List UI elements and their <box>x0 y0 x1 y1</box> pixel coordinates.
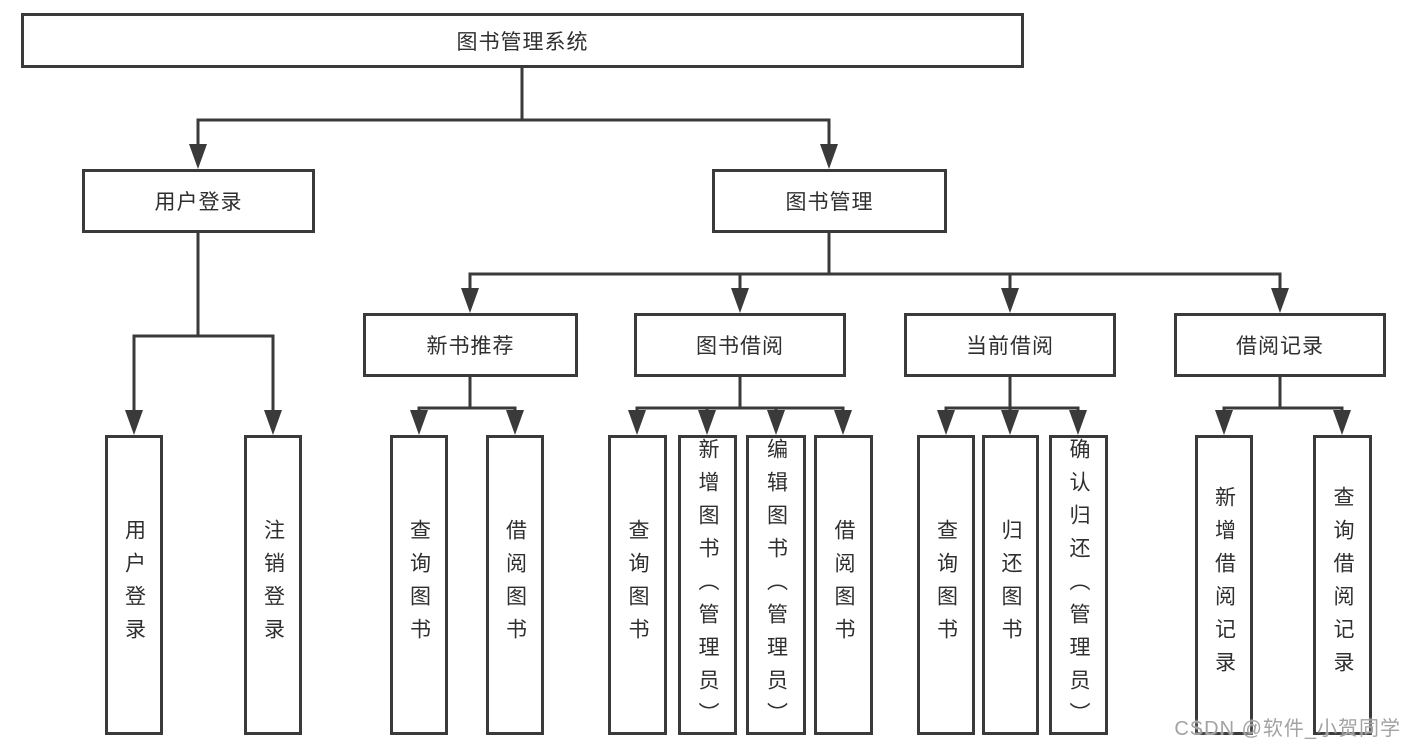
node-label: 当前借阅 <box>966 335 1054 358</box>
leaf-add-book-admin: 新增图书（管理员） <box>678 435 737 735</box>
node-book-borrow: 图书借阅 <box>634 313 846 377</box>
node-book-management: 图书管理 <box>712 169 947 233</box>
leaf-return-book: 归还图书 <box>982 435 1039 735</box>
leaf-logout: 注销登录 <box>244 435 302 735</box>
node-library-management-system: 图书管理系统 <box>21 13 1024 68</box>
node-label: 图书借阅 <box>696 335 784 358</box>
connector-user-login-to-leaves <box>125 233 282 435</box>
node-label: 图书管理 <box>785 191 874 214</box>
connector-root-to-level2 <box>189 68 838 169</box>
leaf-label: 归还图书 <box>999 519 1022 651</box>
leaf-add-borrow-record: 新增借阅记录 <box>1195 435 1253 735</box>
leaf-label: 新增图书（管理员） <box>696 438 719 735</box>
leaf-query-books-current: 查询图书 <box>917 435 975 735</box>
leaf-label: 注销登录 <box>261 519 285 651</box>
leaf-label: 新增借阅记录 <box>1212 486 1236 684</box>
node-label: 新书推荐 <box>426 335 515 358</box>
leaf-edit-book-admin: 编辑图书（管理员） <box>746 435 806 735</box>
node-user-login: 用户登录 <box>82 169 315 233</box>
leaf-label: 查询图书 <box>934 519 958 651</box>
leaf-label: 借阅图书 <box>832 519 855 651</box>
leaf-label: 查询图书 <box>626 519 649 651</box>
leaf-query-books-borrow: 查询图书 <box>608 435 667 735</box>
leaf-label: 借阅图书 <box>503 519 527 651</box>
leaf-query-books-recommend: 查询图书 <box>390 435 448 735</box>
leaf-borrow-books-recommend: 借阅图书 <box>486 435 544 735</box>
node-current-borrow: 当前借阅 <box>904 313 1116 377</box>
connector-current-borrow-to-leaves <box>937 377 1087 435</box>
leaf-label: 确认归还（管理员） <box>1067 438 1090 735</box>
leaf-confirm-return-admin: 确认归还（管理员） <box>1049 435 1108 735</box>
leaf-label: 编辑图书（管理员） <box>764 438 788 735</box>
connector-book-management-to-level3 <box>461 233 1289 313</box>
leaf-label: 用户登录 <box>122 519 146 651</box>
node-new-book-recommend: 新书推荐 <box>363 313 578 377</box>
csdn-watermark: CSDN @软件_小贺同学 <box>1174 718 1401 740</box>
node-borrow-records: 借阅记录 <box>1174 313 1386 377</box>
leaf-label: 查询借阅记录 <box>1331 486 1354 684</box>
node-label: 借阅记录 <box>1236 335 1324 358</box>
connector-borrow-records-to-leaves <box>1215 377 1351 435</box>
leaf-borrow-books: 借阅图书 <box>814 435 873 735</box>
leaf-label: 查询图书 <box>407 519 431 651</box>
connector-new-book-recommend-to-leaves <box>410 377 524 435</box>
node-label: 图书管理系统 <box>456 30 589 54</box>
connector-book-borrow-to-leaves <box>628 377 852 435</box>
leaf-query-borrow-record: 查询借阅记录 <box>1313 435 1372 735</box>
node-label: 用户登录 <box>154 191 243 214</box>
leaf-user-login: 用户登录 <box>105 435 163 735</box>
